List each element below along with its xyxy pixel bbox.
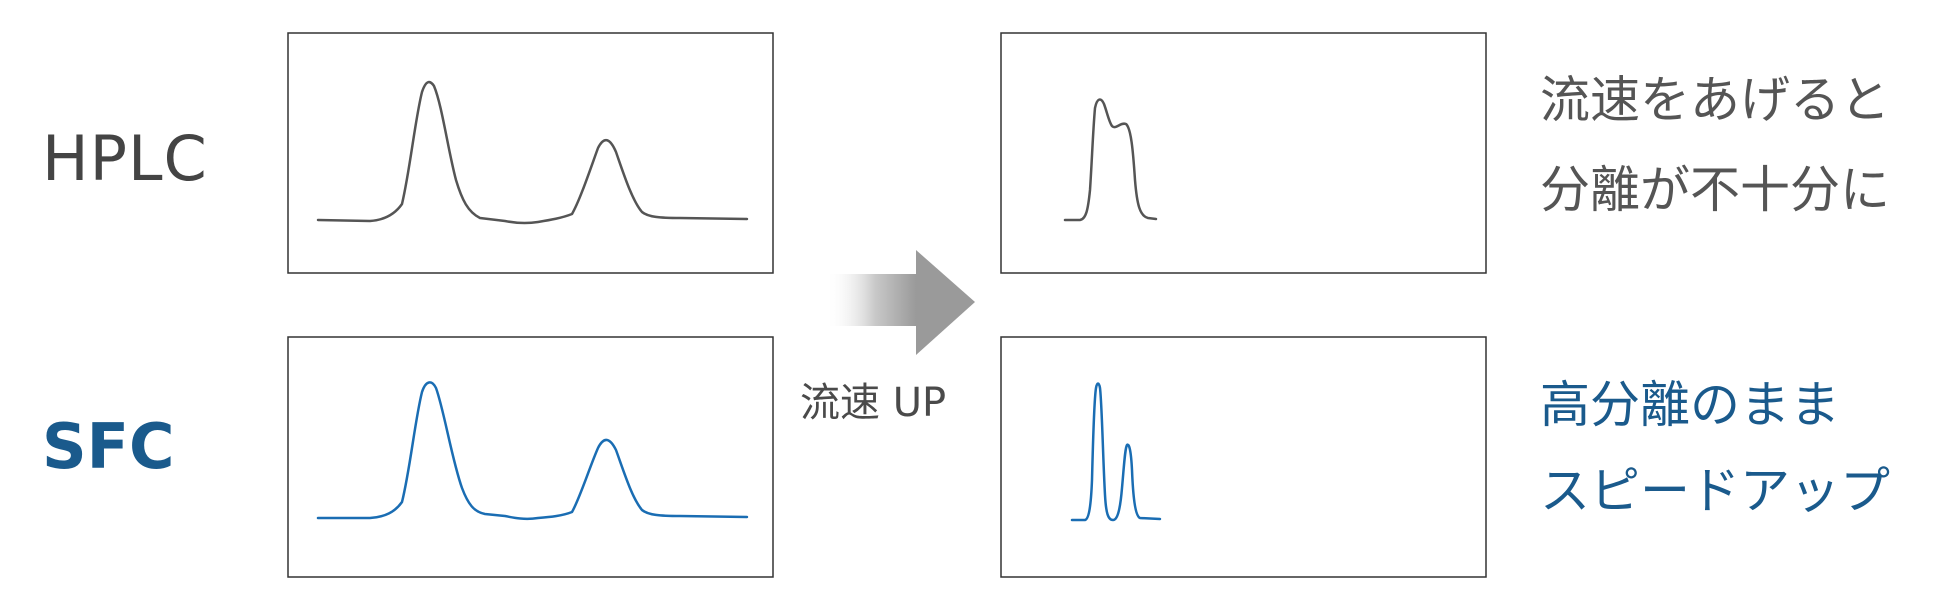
sfc-fast-trace <box>1070 382 1162 522</box>
chart-frame <box>1000 32 1487 274</box>
sfc-normal-chromatogram <box>287 336 774 578</box>
hplc-trace <box>316 80 749 225</box>
chart-frame <box>1000 336 1487 578</box>
arrow-head <box>916 250 975 355</box>
hplc-note-line-1: 流速をあげると <box>1540 71 1890 129</box>
hplc-normal-chromatogram <box>287 32 774 274</box>
flow-up-arrow <box>826 250 975 355</box>
arrow-shaft <box>826 274 916 326</box>
hplc-label: HPLC <box>42 122 208 195</box>
hplc-note-line-2: 分離が不十分に <box>1540 161 1890 219</box>
flow-up-label: 流速 UP <box>800 380 947 426</box>
hplc-fast-trace <box>1063 98 1158 222</box>
sfc-fast-chromatogram <box>1000 336 1487 578</box>
hplc-fast-chromatogram <box>1000 32 1487 274</box>
sfc-note-line-2: スピードアップ <box>1540 462 1890 520</box>
chart-frame <box>287 336 774 578</box>
sfc-label: SFC <box>42 410 175 483</box>
sfc-trace <box>316 381 749 521</box>
sfc-note-line-1: 高分離のまま <box>1540 376 1840 434</box>
chart-frame <box>287 32 774 274</box>
